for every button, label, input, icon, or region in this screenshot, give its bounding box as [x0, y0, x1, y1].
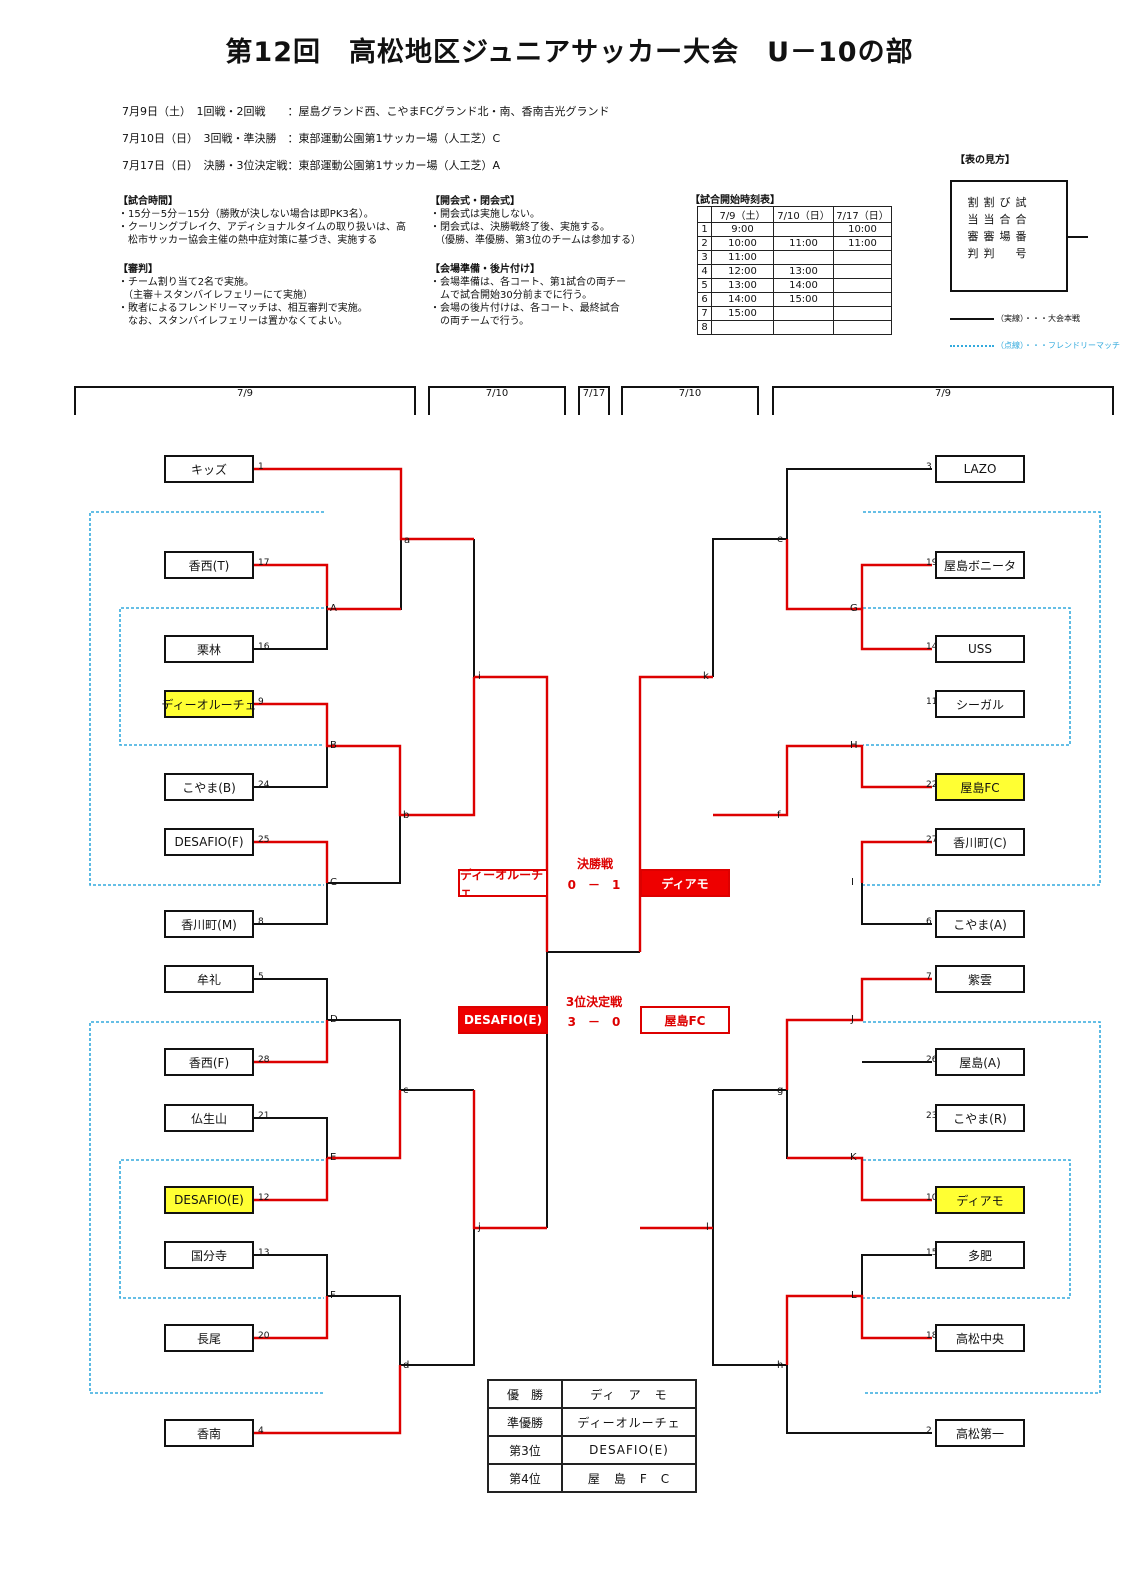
legend-solid-line: [950, 318, 994, 320]
date-header: 7/9: [74, 386, 416, 415]
left-team-box: DESAFIO(E): [164, 1186, 254, 1214]
legend-dotted-label: （点線）・・・フレンドリーマッチ: [996, 341, 1120, 350]
table-row: 8: [697, 320, 892, 335]
left-team-number: 12: [258, 1193, 270, 1203]
schedule-line-3: 7月17日（日） 決勝・3位決定戦：東部運動公園第1サッカー場（人工芝）A: [122, 159, 501, 172]
third-score: 3 － 0: [567, 1015, 621, 1029]
right-team-number: 19: [926, 558, 938, 568]
legend-solid-label: （実線）・・・大会本戦: [996, 314, 1080, 323]
losing-lines: [253, 468, 932, 1434]
right-team-number: 18: [926, 1331, 938, 1341]
left-team-box: 牟礼: [164, 965, 254, 993]
right-team-box: 屋島ボニータ: [935, 551, 1025, 579]
right-team-number: 2: [926, 1426, 932, 1436]
table-row: 優 勝ディ ア モ: [487, 1379, 697, 1409]
right-team-box: USS: [935, 635, 1025, 663]
referee-info: 【審判】 ・チーム割り当て2名で実施。 （主審＋スタンバイレフェリーにて実施）・…: [118, 264, 368, 327]
final-title: 決勝戦: [576, 857, 613, 871]
left-team-box: 仏生山: [164, 1104, 254, 1132]
left-team-number: 17: [258, 558, 270, 568]
right-team-number: 14: [926, 642, 938, 652]
date-header: 7/9: [772, 386, 1114, 415]
final-score: 0 － 1: [567, 878, 621, 892]
legend-box: 割当審判 割当審判 び合場 試合番号: [950, 180, 1068, 292]
schedule-line-1: 7月9日（土） 1回戦・2回戦 ：屋島グランド西、こやまFCグランド北・南、香南…: [122, 105, 610, 118]
left-team-number: 28: [258, 1055, 270, 1065]
right-team-number: 7: [926, 972, 932, 982]
right-team-box: 屋島FC: [935, 773, 1025, 801]
left-team-number: 16: [258, 642, 270, 652]
left-team-box: キッズ: [164, 455, 254, 483]
right-team-number: 6: [926, 917, 932, 927]
right-team-number: 3: [926, 462, 932, 472]
right-team-number: 11: [926, 697, 938, 707]
left-team-box: DESAFIO(F): [164, 828, 254, 856]
right-team-box: シーガル: [935, 690, 1025, 718]
right-team-box: LAZO: [935, 455, 1025, 483]
left-team-box: 長尾: [164, 1324, 254, 1352]
left-team-number: 20: [258, 1331, 270, 1341]
left-team-number: 25: [258, 835, 270, 845]
date-header: 7/10: [428, 386, 566, 415]
date-header: 7/10: [621, 386, 759, 415]
right-team-box: 高松中央: [935, 1324, 1025, 1352]
ceremony-info: 【開会式・閉会式】 ・開会式は実施しない。・閉会式は、決勝戦終了後、実施する。 …: [430, 196, 642, 246]
final-right-team: ディアモ: [640, 869, 730, 897]
left-team-box: こやま(B): [164, 773, 254, 801]
legend-connector: [1068, 236, 1088, 238]
table-row: 準優勝ディーオルーチェ: [487, 1407, 697, 1437]
left-team-box: 香西(F): [164, 1048, 254, 1076]
page-title: 第12回 高松地区ジュニアサッカー大会 U－10の部: [225, 37, 914, 68]
table-row: 第4位屋 島 F C: [487, 1463, 697, 1493]
legend-title: 【表の見方】: [955, 155, 1015, 166]
left-team-box: 香川町(M): [164, 910, 254, 938]
third-right-team: 屋島FC: [640, 1006, 730, 1034]
right-team-box: 屋島(A): [935, 1048, 1025, 1076]
left-team-box: 香南: [164, 1419, 254, 1447]
friendly-lines: [89, 511, 1101, 1394]
right-team-number: 22: [926, 780, 938, 790]
left-team-number: 5: [258, 972, 264, 982]
legend-dotted-line: [950, 345, 994, 347]
left-team-number: 21: [258, 1111, 270, 1121]
left-team-number: 1: [258, 462, 264, 472]
third-left-team: DESAFIO(E): [458, 1006, 548, 1034]
left-team-number: 8: [258, 917, 264, 927]
timetable-title: 【試合開始時刻表】: [690, 195, 780, 206]
schedule-line-2: 7月10日（日） 3回戦・準決勝 ：東部運動公園第1サッカー場（人工芝）C: [122, 132, 501, 145]
third-place-title: 3位決定戦: [565, 995, 623, 1009]
left-team-box: 栗林: [164, 635, 254, 663]
final-left-team: ディーオルーチェ: [458, 868, 548, 899]
left-team-box: ディーオルーチェ: [161, 690, 257, 718]
date-header: 7/17: [578, 386, 610, 415]
right-team-number: 23: [926, 1111, 938, 1121]
winning-lines: [253, 467, 932, 1435]
left-team-number: 13: [258, 1248, 270, 1258]
right-team-box: こやま(R): [935, 1104, 1025, 1132]
right-team-number: 15: [926, 1248, 938, 1258]
left-team-box: 香西(T): [164, 551, 254, 579]
right-team-number: 27: [926, 835, 938, 845]
left-team-number: 24: [258, 780, 270, 790]
right-team-box: 高松第一: [935, 1419, 1025, 1447]
left-team-number: 9: [258, 697, 264, 707]
match-time-info: 【試合時間】 ・15分－5分－15分（勝敗が決しない場合は即PK3名）。・クーリ…: [118, 196, 406, 246]
right-team-box: ディアモ: [935, 1186, 1025, 1214]
right-team-number: 26: [926, 1055, 938, 1065]
left-team-box: 国分寺: [164, 1241, 254, 1269]
right-team-box: 多肥: [935, 1241, 1025, 1269]
left-team-number: 4: [258, 1426, 264, 1436]
right-team-box: 香川町(C): [935, 828, 1025, 856]
venue-info: 【会場準備・後片付け】 ・会場準備は、各コート、第1試合の両チー ムで試合開始3…: [430, 264, 627, 327]
right-team-number: 10: [926, 1193, 938, 1203]
right-team-box: こやま(A): [935, 910, 1025, 938]
right-team-box: 紫雲: [935, 965, 1025, 993]
